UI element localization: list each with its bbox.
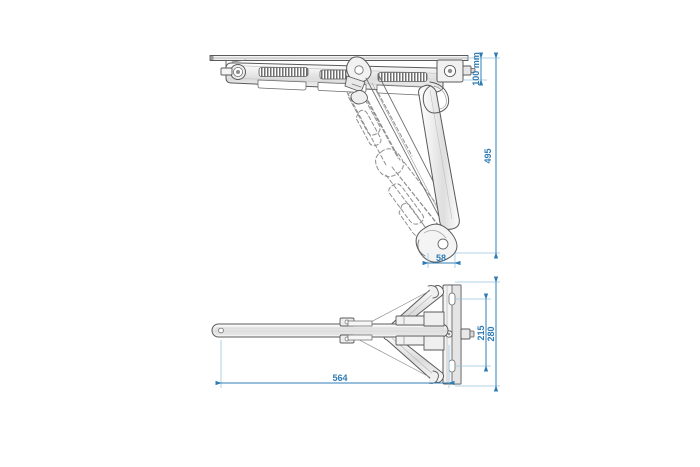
right-leg-tube [418,84,460,230]
dimension-495: 495 [483,52,499,259]
dimension-280-label: 280 [486,326,496,341]
dimension-564-label: 564 [332,373,347,383]
plan-view-dimensions: 215 280 564 [215,276,500,392]
side-view-dimensions: 100 mm 495 58 [422,52,500,268]
plan-hinge-collars [339,317,373,344]
plan-main-tube [211,323,449,338]
plan-bracket-clamps [395,311,445,351]
dimension-495-label: 495 [483,148,493,163]
dimension-58: 58 [422,253,461,266]
top-mounting-rail [209,55,469,61]
plan-tube-end-hole [218,327,224,334]
mounting-slot-lower [448,359,456,373]
dimension-215: 215 [476,293,489,372]
foot-pad [415,223,458,263]
mounting-plate [442,284,475,385]
beam-right-head [422,59,476,114]
dimension-564: 564 [215,373,455,386]
dimension-58-label: 58 [436,253,446,263]
dimension-280: 280 [486,276,499,392]
centre-hinge-knuckle [344,56,372,105]
dimension-215-label: 215 [476,325,486,340]
mounting-slot-upper [448,292,456,306]
left-pivot-boss [220,60,246,80]
dimension-100mm: 100 mm [471,52,484,86]
side-elevation-view [209,55,476,263]
plan-top-view [211,284,475,385]
dimension-100mm-label: 100 mm [471,52,481,86]
